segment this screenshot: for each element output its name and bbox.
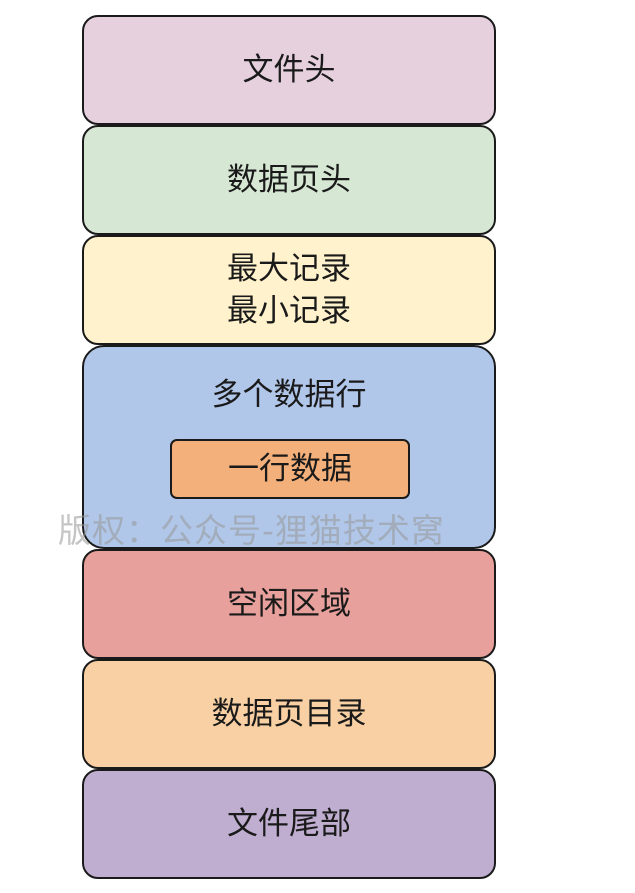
free-space-block: 空闲区域 <box>82 549 496 659</box>
single-row-label: 一行数据 <box>228 451 352 487</box>
file-trailer-block: 文件尾部 <box>82 769 496 879</box>
infimum-label: 最大记录 <box>227 251 351 287</box>
file-trailer-label: 文件尾部 <box>227 806 351 842</box>
supremum-label: 最小记录 <box>227 293 351 329</box>
user-records-label: 多个数据行 <box>211 377 367 413</box>
page-directory-label: 数据页目录 <box>211 696 367 732</box>
min-max-records-block: 最大记录 最小记录 <box>82 235 496 345</box>
free-space-label: 空闲区域 <box>227 586 351 622</box>
page-header-label: 数据页头 <box>227 162 351 198</box>
file-header-block: 文件头 <box>82 15 496 125</box>
single-row-box: 一行数据 <box>170 439 410 499</box>
page-directory-block: 数据页目录 <box>82 659 496 769</box>
user-records-block: 多个数据行 一行数据 <box>82 345 496 549</box>
file-header-label: 文件头 <box>242 52 336 88</box>
page-header-block: 数据页头 <box>82 125 496 235</box>
